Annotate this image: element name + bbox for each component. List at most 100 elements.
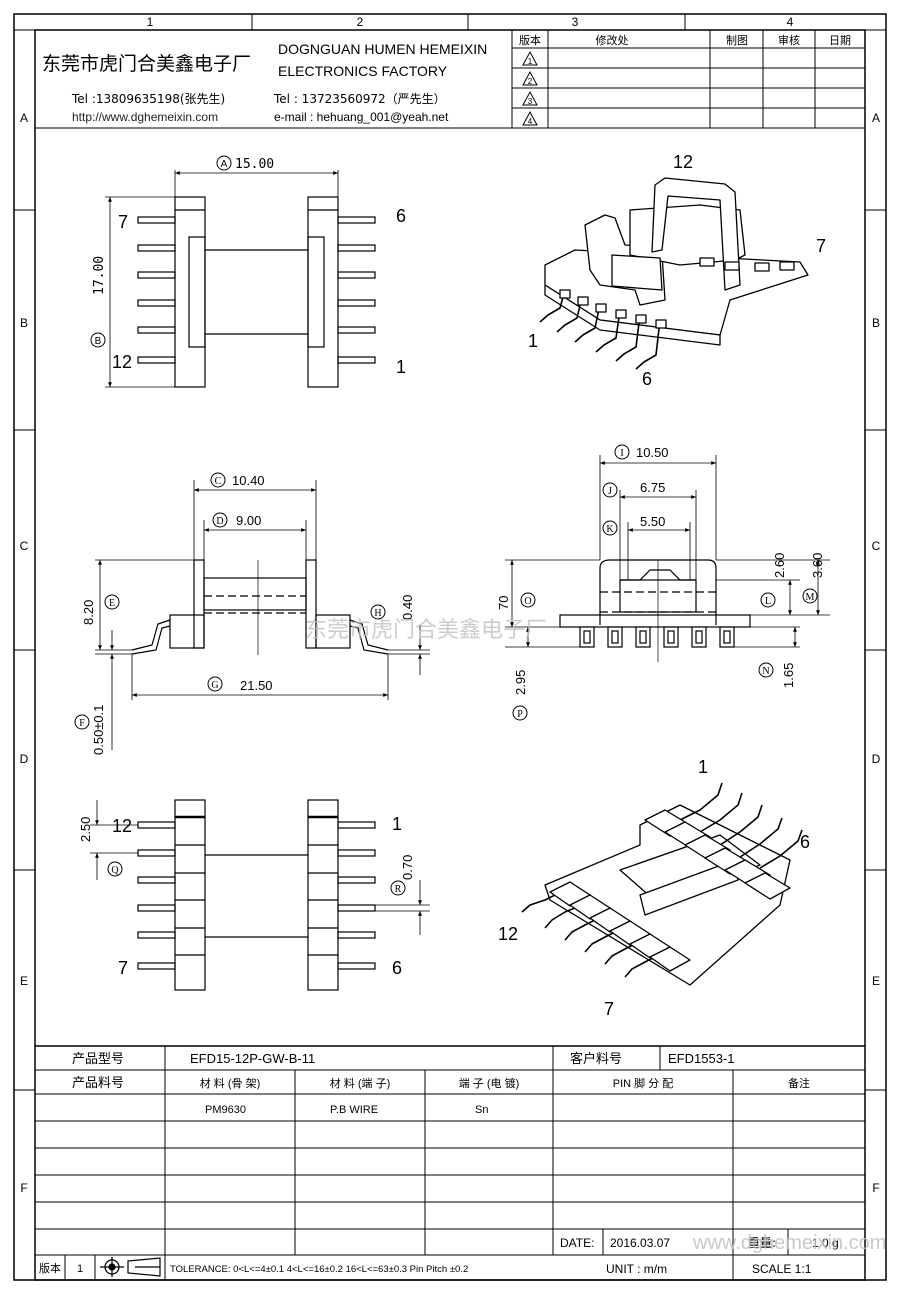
front-view [505, 455, 830, 662]
dim-b-value: 17.00 [92, 256, 107, 295]
value-bobbin-material: PM9630 [205, 1104, 246, 1116]
dim-letter-o: O [524, 596, 531, 607]
row-marker-d-right: D [872, 752, 881, 766]
header-terminal-plating: 端 子 (电 镀) [459, 1076, 520, 1090]
projection-symbol-icon [100, 1257, 161, 1277]
top-view [105, 170, 376, 388]
rev-header-version: 版本 [519, 33, 541, 47]
watermark-center: 东莞市虎门合美鑫电子厂 [305, 618, 547, 643]
row-marker-e-left: E [20, 974, 28, 988]
rev-row-3: 3 [528, 97, 533, 106]
dim-letter-i: I [620, 448, 623, 459]
iso-top-pin-1: 1 [528, 331, 538, 351]
iso-top-pin-12: 12 [673, 152, 693, 172]
dim-n-value: 1.65 [781, 663, 796, 688]
product-model: EFD15-12P-GW-B-11 [190, 1051, 315, 1066]
dim-i-value: 10.50 [636, 445, 669, 460]
dim-letter-f: F [79, 718, 85, 729]
value-version: 1 [77, 1263, 83, 1275]
column-marker-1: 1 [147, 15, 154, 29]
dim-marker-n [758, 662, 774, 678]
dim-letter-p: P [517, 709, 523, 720]
dim-marker-q [107, 861, 123, 877]
dim-letter-c: C [215, 476, 222, 487]
top-view-pin-12: 12 [112, 352, 132, 372]
dim-g-value: 21.50 [240, 678, 273, 693]
dim-d-value: 9.00 [236, 513, 261, 528]
dim-c-value: 10.40 [232, 473, 265, 488]
company-tel-2: Tel : 13723560972（严先生） [273, 92, 446, 106]
dim-marker-r [390, 880, 406, 896]
dim-m-value: 3.60 [810, 553, 825, 578]
info-table [35, 1045, 865, 1280]
bottom-view-pin-1: 1 [392, 814, 402, 834]
iso-top-pin-7: 7 [816, 236, 826, 256]
dim-letter-q: Q [111, 865, 119, 876]
dim-letter-a: A [221, 159, 228, 170]
dim-marker-j [602, 482, 618, 498]
dim-h-value: 0.40 [400, 595, 415, 620]
dim-a-value: 15.00 [235, 157, 274, 172]
label-version: 版本 [39, 1261, 61, 1275]
bottom-view-pin-6: 6 [392, 958, 402, 978]
top-view-pin-1: 1 [396, 357, 406, 377]
value-scale: SCALE 1:1 [752, 1262, 812, 1276]
row-marker-d-left: D [20, 752, 29, 766]
header-material-bobbin: 材 料 (骨 架) [200, 1076, 261, 1090]
iso-bottom-pin-7: 7 [604, 999, 614, 1019]
rev-header-drawn: 制图 [726, 34, 748, 47]
iso-top-pin-6: 6 [642, 369, 652, 389]
iso-view-bottom [521, 782, 803, 986]
iso-bottom-pin-1: 1 [698, 757, 708, 777]
rev-row-2: 2 [528, 77, 533, 86]
dim-e-value: 8.20 [81, 600, 96, 625]
customer-part: EFD1553-1 [668, 1051, 734, 1066]
label-customer-part: 客户料号 [570, 1051, 622, 1066]
dim-marker-g [207, 676, 223, 692]
iso-bottom-pin-12: 12 [498, 924, 518, 944]
iso-bottom-pin-6: 6 [800, 832, 810, 852]
label-product-model: 产品型号 [72, 1051, 124, 1066]
title-block: 东莞市虎门合美鑫电子厂 DOGNGUAN HUMEN HEMEIXIN ELEC… [35, 41, 865, 129]
row-marker-c-right: C [872, 539, 881, 553]
value-unit: UNIT : m/m [606, 1262, 667, 1276]
dim-letter-n: N [762, 666, 769, 677]
rev-row-1: 1 [528, 57, 533, 66]
value-terminal-plating: Sn [475, 1104, 488, 1116]
rev-header-date: 日期 [829, 34, 851, 47]
label-weight: 重量: [748, 1236, 776, 1250]
row-marker-a-left: A [20, 111, 28, 125]
dim-letter-j: J [608, 486, 612, 497]
dim-letter-m: M [806, 592, 815, 603]
dim-marker-c [210, 472, 226, 488]
dim-marker-l [760, 592, 776, 608]
dim-marker-m [802, 588, 818, 604]
bottom-view [90, 799, 430, 991]
dim-r-value: 0.70 [400, 855, 415, 880]
company-email: e-mail : hehuang_001@yeah.net [274, 110, 449, 124]
row-marker-b-left: B [20, 316, 28, 330]
rev-header-changes: 修改处 [596, 33, 629, 47]
dim-j-value: 6.75 [640, 480, 665, 495]
dim-q-value: 2.50 [78, 817, 93, 842]
dim-letter-e: E [109, 598, 115, 609]
dim-letter-h: H [374, 608, 381, 619]
row-marker-f-right: F [872, 1181, 879, 1195]
value-date: 2016.03.07 [610, 1236, 670, 1250]
dim-letter-r: R [395, 884, 402, 895]
dim-l-value: 2.60 [772, 553, 787, 578]
row-marker-b-right: B [872, 316, 880, 330]
column-marker-2: 2 [357, 15, 364, 29]
column-marker-4: 4 [787, 15, 794, 29]
dim-marker-p [512, 705, 528, 721]
dim-letter-b: B [95, 336, 102, 347]
label-date: DATE: [560, 1236, 594, 1250]
rev-header-checked: 审核 [778, 33, 800, 47]
revision-table [511, 30, 865, 128]
row-marker-f-left: F [20, 1181, 27, 1195]
company-name-en-1: DOGNGUAN HUMEN HEMEIXIN [278, 41, 487, 57]
watermark-corner: www.dghemeixin.com [692, 1232, 886, 1254]
row-marker-a-right: A [872, 111, 880, 125]
dim-letter-k: K [606, 524, 614, 535]
